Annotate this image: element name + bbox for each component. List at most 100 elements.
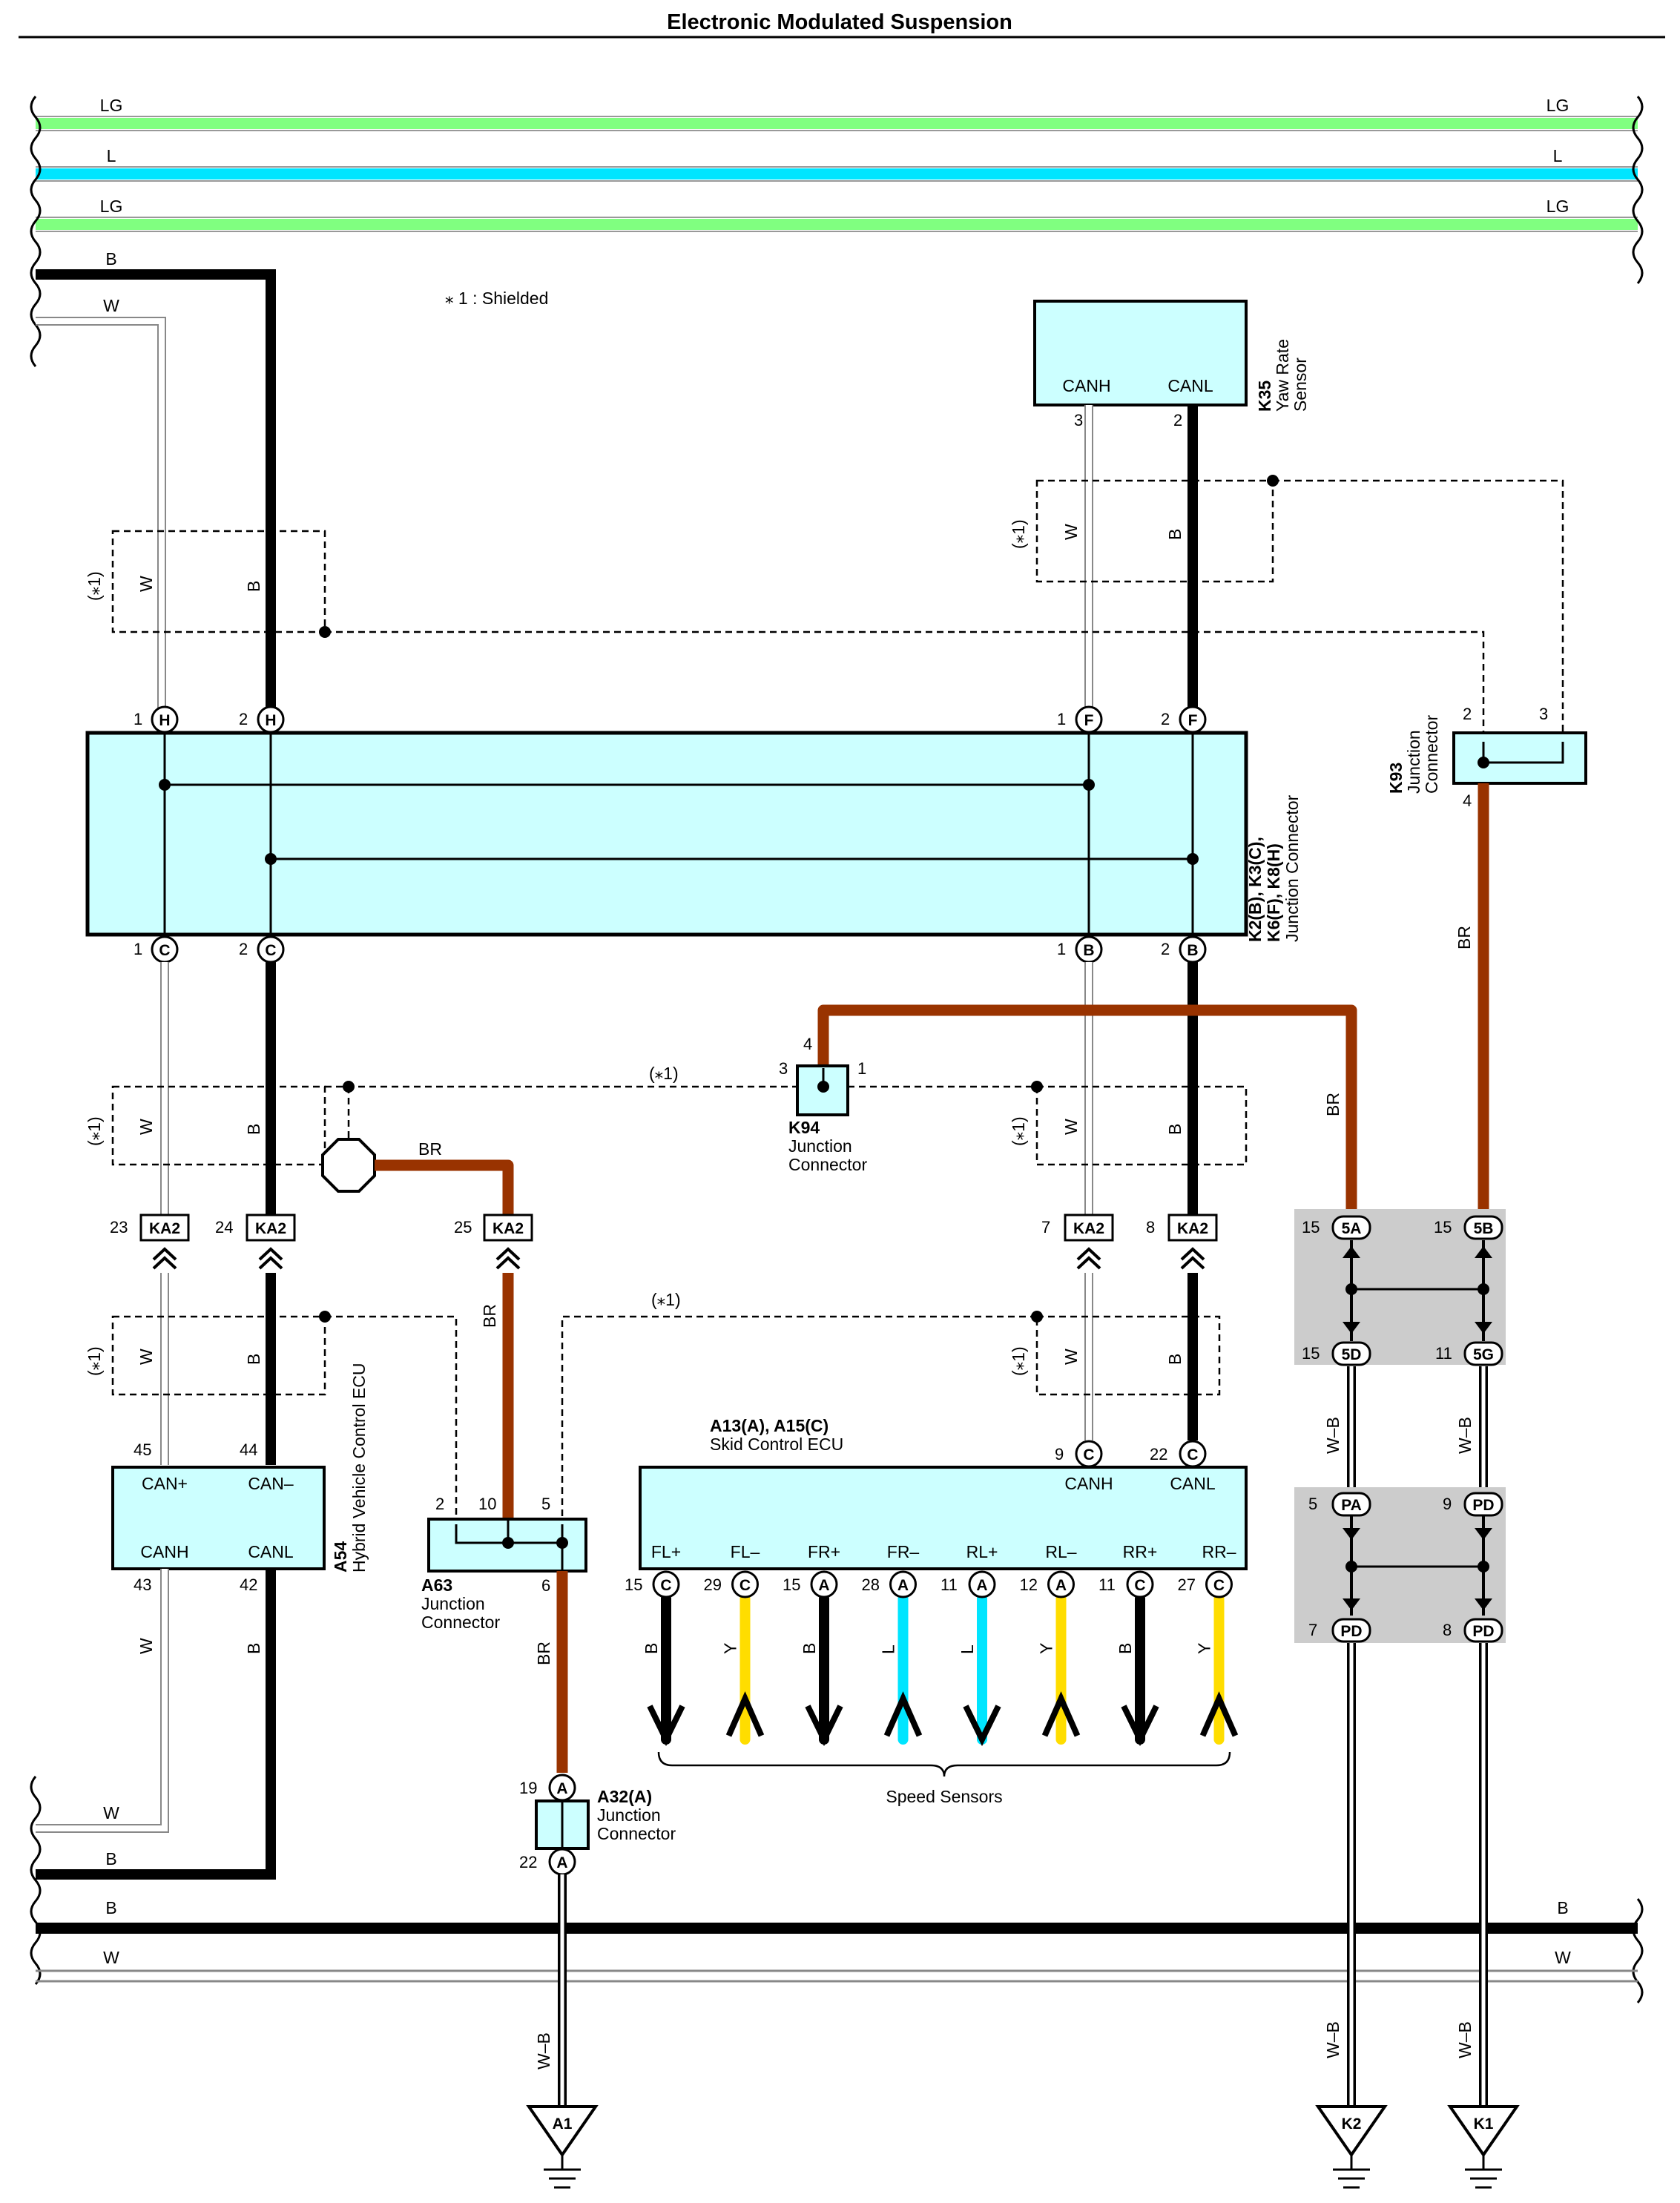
svg-text:B: B	[1187, 942, 1198, 959]
svg-text:22: 22	[1150, 1445, 1167, 1463]
ground-a1: A1	[526, 2105, 599, 2189]
shield-marker-top-left: (⁎1)	[85, 571, 104, 601]
k94-name-1: Junction	[788, 1136, 852, 1156]
svg-text:W: W	[1061, 1349, 1081, 1365]
ground-k2: K2	[1315, 2105, 1388, 2189]
speed-arrow-out-icon	[647, 1705, 685, 1747]
k35-box	[1033, 300, 1248, 406]
speed-terminal-letter: C	[660, 1577, 671, 1594]
joint-pd-top: 9 PD	[1443, 1492, 1503, 1517]
speed-terminal-letter: C	[1213, 1577, 1225, 1594]
speed-terminal-label: RL+	[966, 1542, 998, 1561]
speed-wire-color-label: L	[958, 1644, 977, 1654]
svg-text:1: 1	[134, 710, 142, 728]
svg-text:KA2: KA2	[255, 1220, 286, 1237]
svg-text:5D: 5D	[1342, 1346, 1362, 1363]
speed-terminal-label: RR–	[1202, 1542, 1236, 1561]
svg-text:PD: PD	[1472, 1497, 1494, 1514]
shield-marker-mid-left: (⁎1)	[85, 1116, 104, 1146]
speed-pin-label: 29	[704, 1575, 722, 1594]
svg-text:3: 3	[779, 1059, 788, 1078]
bus-wire-l	[36, 168, 1638, 180]
svg-text:22: 22	[519, 1853, 537, 1871]
speed-terminal-label: FR–	[887, 1542, 920, 1561]
svg-text:1: 1	[1057, 710, 1066, 728]
k35-name-1: Yaw Rate	[1273, 339, 1292, 412]
k94-name-2: Connector	[788, 1155, 867, 1174]
svg-text:24: 24	[215, 1218, 233, 1236]
svg-text:PA: PA	[1341, 1497, 1362, 1514]
shield-marker-low-right: (⁎1)	[1009, 1346, 1028, 1376]
svg-text:1: 1	[1057, 940, 1066, 958]
ground-k1: K1	[1447, 2105, 1520, 2189]
speed-terminal-circle	[968, 1570, 996, 1598]
speed-wire-color-label: Y	[1037, 1643, 1056, 1654]
speed-terminal-letter: C	[1134, 1577, 1145, 1594]
svg-text:W–B: W–B	[1323, 1417, 1343, 1454]
svg-text:42: 42	[240, 1575, 257, 1594]
a13-name: Skid Control ECU	[710, 1435, 843, 1454]
bottom-bus-wires: B W B W	[36, 1898, 1638, 1983]
svg-text:B: B	[1165, 1354, 1185, 1365]
svg-text:W–B: W–B	[1455, 1417, 1475, 1454]
shield-marker-low-left: (⁎1)	[85, 1346, 104, 1376]
shield-middle	[111, 1085, 1248, 1166]
svg-text:W: W	[136, 1638, 156, 1654]
speed-pin-label: 28	[862, 1575, 880, 1594]
speed-sensors-label: Speed Sensors	[886, 1787, 1002, 1806]
svg-text:44: 44	[240, 1440, 257, 1459]
diagram-title: Electronic Modulated Suspension	[667, 10, 1012, 34]
speed-terminal-letter: C	[739, 1577, 751, 1594]
bus-label-lg-right-2: LG	[1546, 197, 1569, 216]
joint-5d: 15 5D	[1302, 1341, 1371, 1366]
svg-text:8: 8	[1146, 1218, 1155, 1236]
svg-text:9: 9	[1443, 1495, 1452, 1513]
shield-lower	[111, 1315, 1221, 1524]
speed-arrow-in-icon	[1041, 1691, 1081, 1737]
k35-name-2: Sensor	[1291, 358, 1310, 412]
speed-terminal-letter: A	[818, 1577, 829, 1594]
a32-name-1: Junction	[597, 1805, 661, 1825]
svg-text:W: W	[1061, 1119, 1081, 1135]
k94-id: K94	[788, 1118, 820, 1137]
speed-arrow-out-icon	[963, 1705, 1001, 1747]
svg-text:W–B: W–B	[1455, 2021, 1475, 2058]
speed-terminal-letter: A	[1055, 1577, 1067, 1594]
k35-pin-2: 2	[1173, 411, 1182, 429]
speed-wire-color-label: Y	[721, 1643, 740, 1654]
speed-terminal-circle	[810, 1570, 838, 1598]
speed-terminal-circle	[889, 1570, 917, 1598]
svg-text:A1: A1	[553, 2115, 573, 2133]
svg-text:K1: K1	[1474, 2115, 1494, 2133]
speed-pin-label: 15	[625, 1575, 642, 1594]
speed-sensors-brace	[657, 1751, 1231, 1777]
svg-text:6: 6	[541, 1576, 550, 1595]
k94-br-wire	[817, 1004, 1357, 1218]
svg-text:23: 23	[110, 1218, 128, 1236]
shield-note: ⁎ 1 : Shielded	[445, 289, 548, 308]
octagon-br-wire	[375, 1159, 514, 1218]
shield-k35	[1035, 479, 1564, 742]
svg-text:4: 4	[1463, 791, 1472, 810]
k35-terminal-canl: CANL	[1167, 376, 1213, 395]
svg-text:2: 2	[435, 1495, 444, 1513]
svg-text:B: B	[244, 1643, 263, 1654]
svg-text:W–B: W–B	[1323, 2021, 1343, 2058]
wire-break-marks	[30, 96, 1644, 2003]
svg-text:5: 5	[1308, 1495, 1317, 1513]
speed-terminal-circle	[1126, 1570, 1154, 1598]
a54-name: Hybrid Vehicle Control ECU	[349, 1363, 369, 1573]
a32-id: A32(A)	[597, 1787, 652, 1806]
svg-text:15: 15	[1302, 1344, 1320, 1363]
tl-label-b: B	[244, 581, 263, 592]
wire-label-b-top: B	[105, 249, 116, 269]
